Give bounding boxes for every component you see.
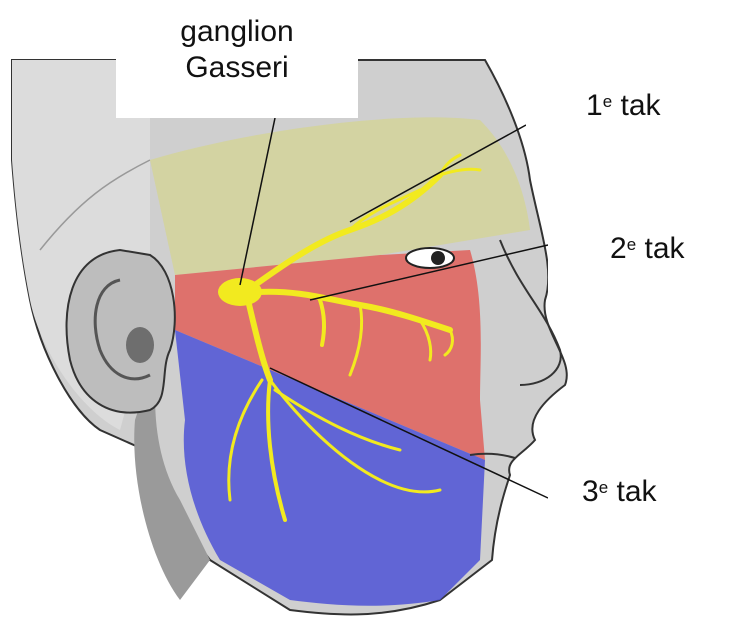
- label-branch-2-sup: e: [627, 235, 636, 254]
- label-ganglion-line2: Gasseri: [116, 50, 358, 86]
- label-branch-2-word: tak: [645, 232, 685, 265]
- label-branch-1-number: 1: [586, 89, 603, 122]
- label-ganglion-line1: ganglion: [116, 14, 358, 50]
- label-branch-3-sup: e: [599, 478, 608, 497]
- ear-canal: [126, 327, 154, 363]
- eye: [406, 248, 454, 268]
- iris: [431, 251, 445, 265]
- label-ganglion-gasseri: ganglion Gasseri: [116, 8, 358, 118]
- ear: [67, 250, 175, 413]
- label-branch-2: 2e tak: [548, 200, 733, 310]
- label-branch-1-word: tak: [621, 89, 661, 122]
- label-branch-3: 3e tak: [548, 448, 733, 530]
- label-branch-3-word: tak: [617, 475, 657, 508]
- label-branch-1-sup: e: [603, 92, 612, 111]
- label-branch-1: 1e tak: [526, 65, 733, 147]
- label-branch-3-number: 3: [582, 475, 599, 508]
- label-branch-2-number: 2: [610, 232, 627, 265]
